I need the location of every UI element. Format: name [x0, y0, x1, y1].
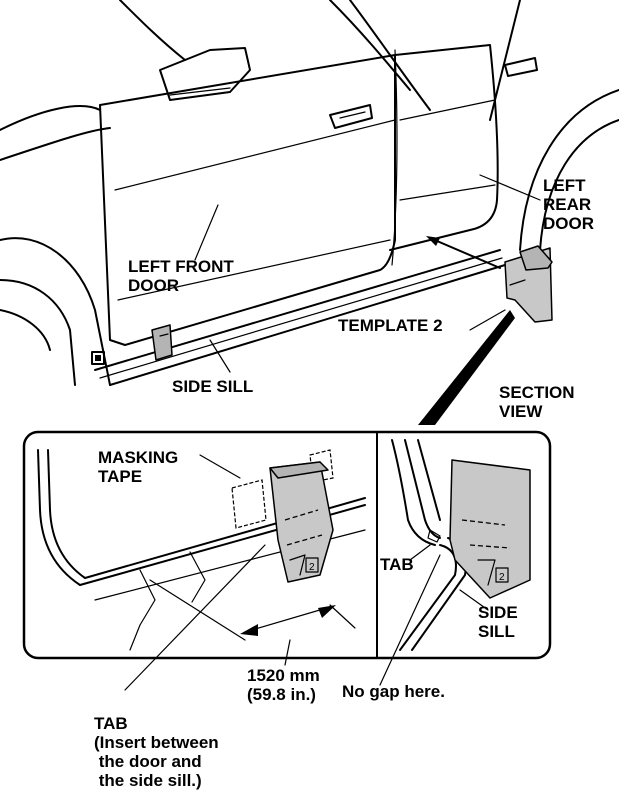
leader-left-front-door: [194, 204, 219, 261]
detail-left: 2: [37, 449, 366, 651]
section-pointer: [418, 310, 515, 425]
label-tab-note: TAB (Insert between the door and the sid…: [94, 714, 219, 790]
leader-masking-tape: [199, 454, 241, 479]
label-side-sill-top: SIDE SILL: [172, 377, 254, 396]
label-tab-section: TAB: [380, 555, 414, 574]
label-left-front-door: LEFT FRONT DOOR: [128, 257, 234, 295]
label-left-rear-door: LEFT REAR DOOR: [543, 176, 594, 233]
car-side-view: [0, 0, 619, 386]
label-dimension: 1520 mm (59.8 in.): [247, 666, 320, 704]
detail-right: 2: [391, 439, 531, 651]
label-no-gap: No gap here.: [342, 682, 445, 701]
leader-tab-section: [409, 544, 431, 561]
label-section-view: SECTION VIEW: [499, 383, 575, 421]
leader-tab-note: [124, 544, 266, 691]
label-side-sill-section: SIDE SILL: [478, 603, 518, 641]
leader-side-sill: [209, 339, 231, 373]
label-template-2: TEMPLATE 2: [338, 316, 443, 335]
leader-left-rear-door: [479, 174, 541, 201]
label-masking-tape: MASKING TAPE: [98, 448, 179, 486]
leader-no-gap: [379, 554, 441, 686]
template-number-left: 2: [309, 562, 315, 573]
leader-dimension: [284, 639, 291, 666]
leader-template-2: [469, 309, 506, 331]
template-number-right: 2: [499, 572, 505, 583]
